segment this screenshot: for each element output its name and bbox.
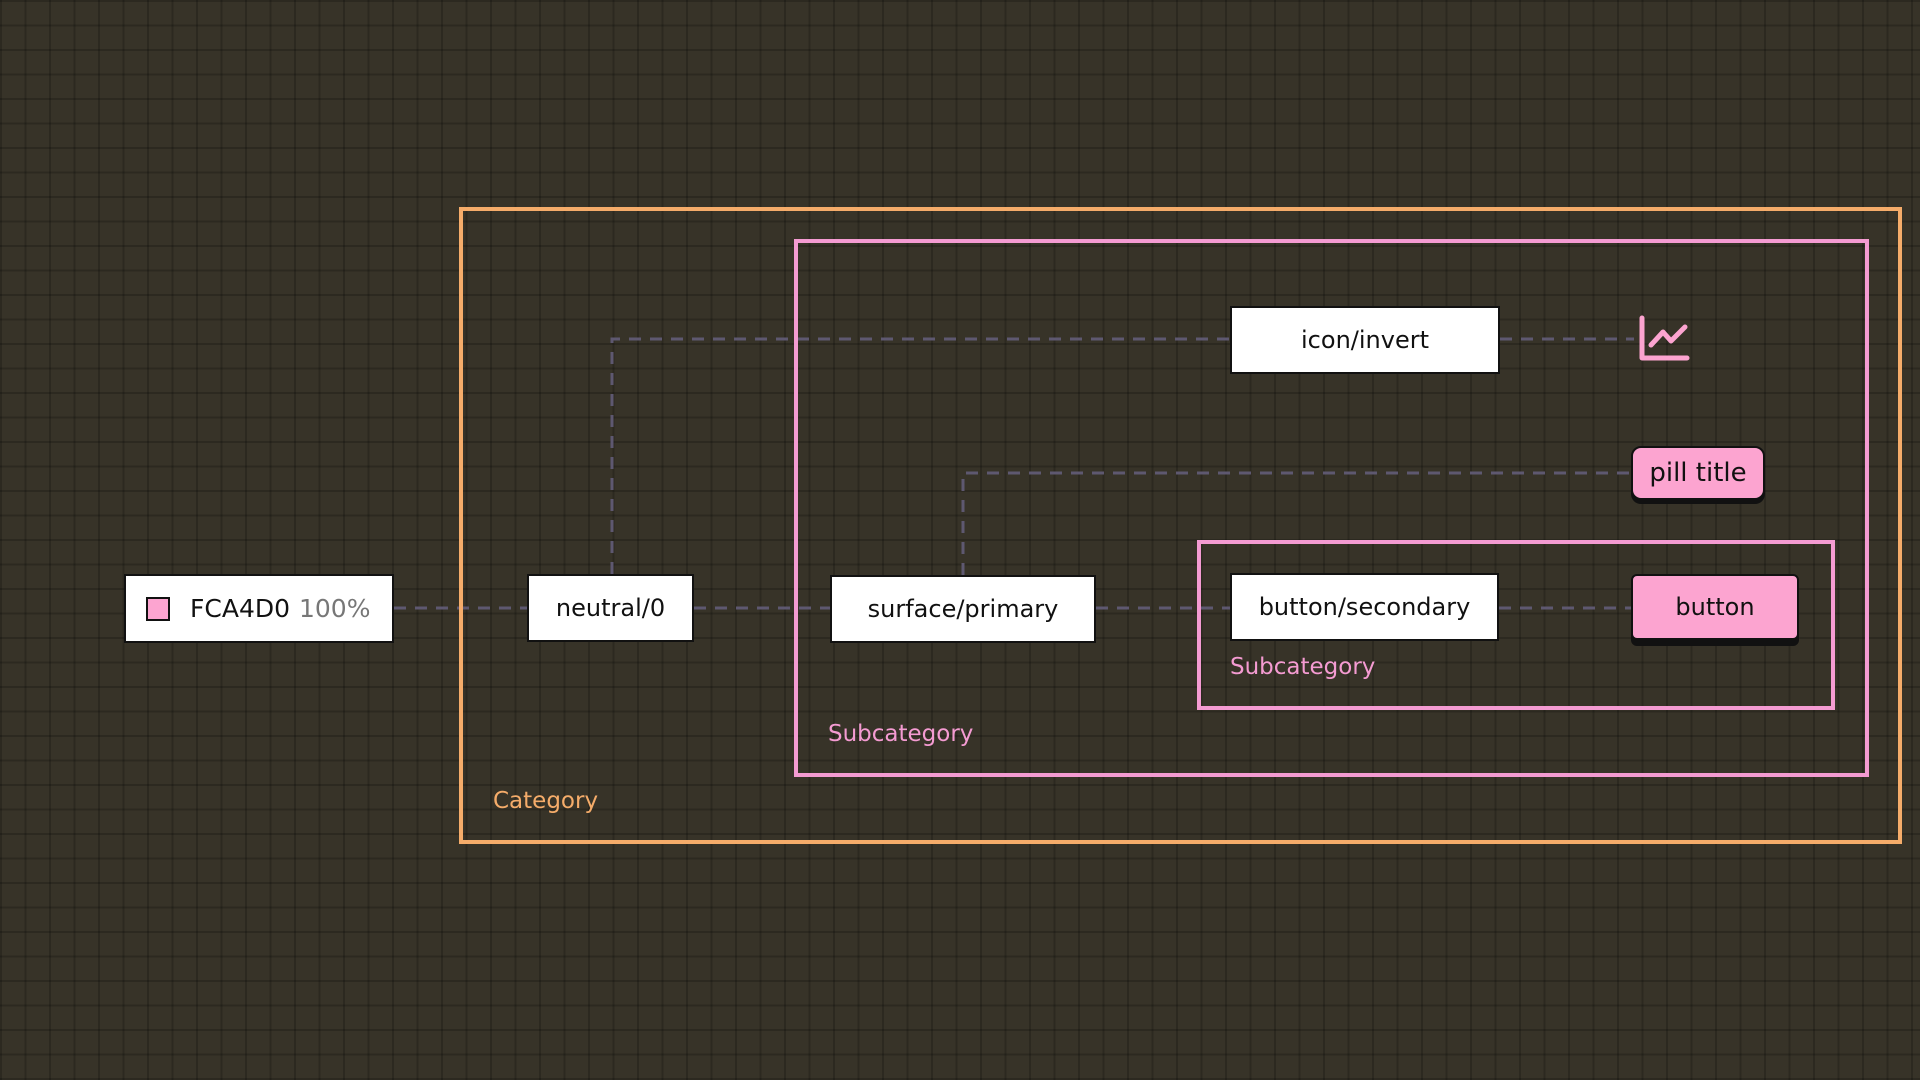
- token-node-button-secondary[interactable]: button/secondary: [1230, 573, 1499, 641]
- subcategory-label-outer: Subcategory: [828, 721, 974, 747]
- token-node-neutral[interactable]: neutral/0: [527, 574, 694, 642]
- category-frame: [459, 207, 1902, 844]
- category-label: Category: [493, 788, 599, 814]
- subcategory-frame-inner: [1197, 540, 1835, 710]
- pill-component[interactable]: pill title: [1631, 446, 1765, 500]
- token-node-icon-invert[interactable]: icon/invert: [1230, 306, 1500, 374]
- line-chart-icon[interactable]: [1638, 315, 1690, 363]
- color-value-node[interactable]: FCA4D0 100%: [124, 574, 394, 643]
- color-swatch: [146, 596, 170, 621]
- color-opacity-value: 100%: [299, 594, 371, 623]
- subcategory-frame-outer: [794, 239, 1869, 777]
- token-node-surface-primary[interactable]: surface/primary: [830, 575, 1096, 643]
- color-hex-value: FCA4D0: [190, 594, 290, 623]
- connector-neutral-to-icon-invert: [610, 337, 1230, 574]
- connector-surface-to-pill: [961, 471, 1631, 575]
- button-component[interactable]: button: [1631, 574, 1799, 640]
- subcategory-label-inner: Subcategory: [1230, 654, 1376, 680]
